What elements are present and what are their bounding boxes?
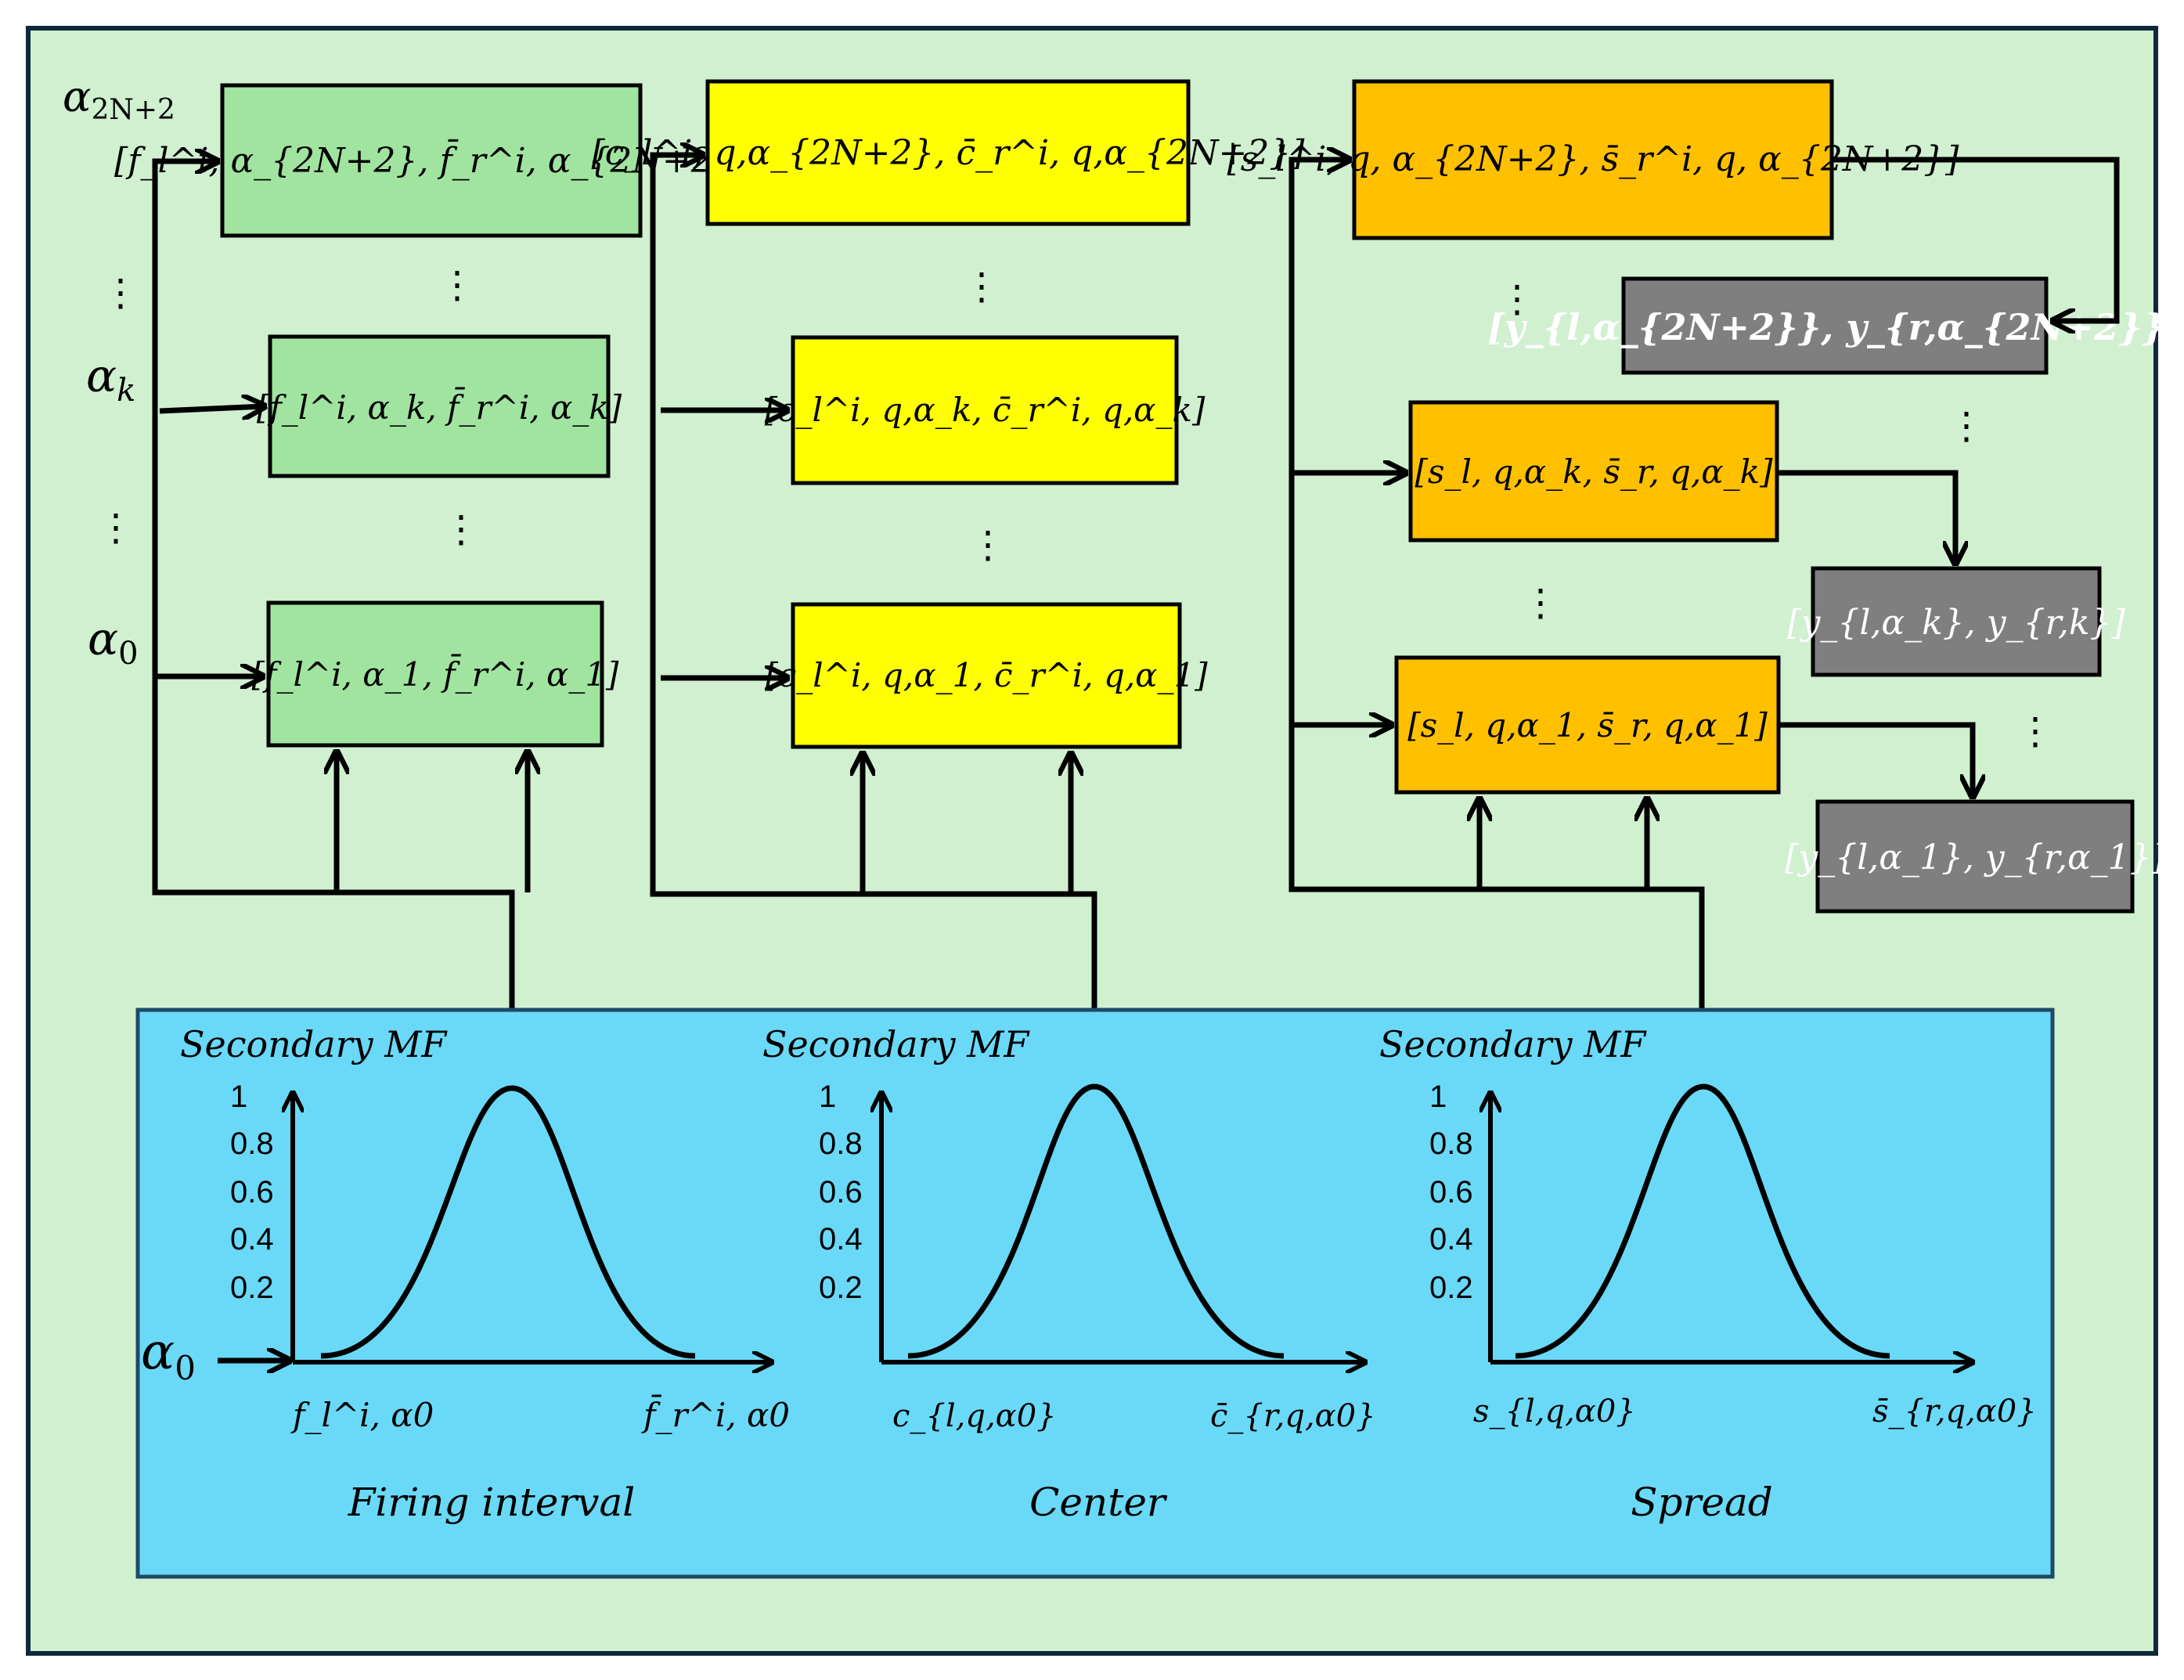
x-left-label: c_{l,q,α0} — [892, 1398, 1057, 1434]
tick-label: 0.2 — [819, 1271, 863, 1305]
alpha-label-k: αk — [86, 349, 135, 409]
firing-box-top — [220, 83, 643, 238]
center-box-bottom-label: [c_l^i, q,α_1, c̄_r^i, q,α_1] — [765, 656, 1208, 694]
secondary-mf-panel — [135, 1008, 2055, 1579]
output-arrow-mid — [1777, 470, 1955, 564]
spread-box-mid-label: [s_l, q,α_k, s̄_r, q,α_k] — [1415, 452, 1774, 491]
vertical-dots: ⋮ — [1498, 277, 1536, 321]
tick-label: 0.4 — [819, 1222, 863, 1256]
center-box-bottom — [791, 602, 1182, 749]
output-arrow-top — [1832, 157, 2120, 321]
spread-box-top — [1352, 79, 1834, 240]
center-box-mid — [791, 335, 1179, 485]
vertical-dots: ⋮ — [442, 507, 480, 551]
x-left-label: s_{l,q,α0} — [1473, 1393, 1636, 1429]
vertical-dots: ⋮ — [97, 506, 135, 550]
y-axis-title: Secondary MF — [1379, 1023, 1647, 1065]
center-box-top — [705, 79, 1191, 226]
firing-box-bottom-label: [f_l^i, α_1, f̄_r^i, α_1] — [252, 653, 620, 694]
vertical-dots: ⋮ — [2016, 709, 2054, 753]
center-box-top-label: [c_l^i, q,α_{2N+2}, c̄_r^i, q,α_{2N+2}] — [592, 133, 1306, 173]
tick-label: 1 — [230, 1080, 247, 1114]
firing-feedback-line — [152, 161, 515, 1088]
center-feedback-line — [650, 155, 1097, 1085]
spread-box-bottom — [1394, 655, 1781, 795]
x-left-label: f_l^i, α0 — [290, 1396, 434, 1434]
y-axis-title: Secondary MF — [762, 1023, 1030, 1065]
x-right-label: s̄_{r,q,α0} — [1872, 1393, 2037, 1429]
vertical-dots: ⋮ — [102, 271, 139, 315]
spread-column: [s_l^i, q, α_{2N+2}, s̄_r^i, q, α_{2N+2}… — [1227, 79, 1959, 795]
vertical-dots: ⋮ — [1522, 581, 1559, 625]
y-axis-title: Secondary MF — [180, 1023, 448, 1065]
input-alpha-label: α0 — [141, 1323, 196, 1387]
tick-label: 0.2 — [1429, 1271, 1473, 1305]
spread-box-mid — [1408, 400, 1779, 543]
output-box-bottom — [1815, 799, 2135, 914]
vertical-dots: ⋮ — [438, 263, 476, 307]
tick-label: 1 — [1429, 1080, 1447, 1114]
plot-caption: Center — [1029, 1480, 1168, 1525]
tick-label: 1 — [819, 1080, 836, 1114]
alpha-labels: α2N+2 ⋮ αk ⋮ α0 — [63, 72, 175, 672]
spread-box-bottom-label: [s_l, q,α_1, s̄_r, q,α_1] — [1407, 706, 1768, 744]
firing-arrow-k — [159, 406, 265, 411]
output-box-mid — [1811, 566, 2102, 677]
plot-spread: Secondary MF 1 0.8 0.6 0.4 0.2 s_{l,q,α0… — [1379, 1023, 2037, 1525]
firing-box-bottom — [266, 600, 604, 748]
x-right-label: f̄_r^i, α0 — [641, 1393, 790, 1434]
alpha-label-0: α0 — [88, 612, 139, 672]
firing-box-mid-label: [f_l^i, α_k, f̄_r^i, α_k] — [257, 386, 622, 427]
center-column: [c_l^i, q,α_{2N+2}, c̄_r^i, q,α_{2N+2}] … — [592, 79, 1306, 749]
output-arrow-bottom — [1779, 722, 1973, 797]
plot-caption: Spread — [1631, 1480, 1773, 1525]
vertical-dots: ⋮ — [969, 523, 1007, 567]
firing-interval-column: [f_l^i, α_{2N+2}, f̄_r^i, α_{2N+2}] [f_l… — [114, 83, 749, 748]
bell-curve — [1515, 1083, 1890, 1359]
tick-label: 0.6 — [819, 1175, 863, 1210]
output-box-top-label: [y_{l,α_{2N+2}}, y_{r,α_{2N+2}}] — [1487, 306, 2182, 348]
vertical-dots: ⋮ — [963, 265, 1000, 308]
center-box-mid-label: [c_l^i, q,α_k, c̄_r^i, q,α_k] — [765, 391, 1206, 429]
firing-box-mid — [268, 334, 611, 478]
alpha-label-top: α2N+2 — [63, 72, 175, 126]
tick-label: 0.8 — [1429, 1127, 1473, 1161]
bell-curve — [320, 1085, 696, 1359]
tick-label: 0.4 — [1429, 1222, 1473, 1256]
tick-label: 0.4 — [230, 1222, 274, 1256]
spread-feedback-line — [1288, 160, 1705, 1088]
vertical-dots: ⋮ — [1948, 404, 1985, 448]
tick-label: 0.6 — [230, 1175, 274, 1210]
tick-label: 0.6 — [1429, 1175, 1473, 1210]
plot-caption: Firing interval — [348, 1480, 636, 1525]
output-box-bottom-label: [y_{l,α_1}, y_{r,α_1}] — [1785, 838, 2165, 878]
tick-label: 0.2 — [230, 1271, 274, 1305]
plot-center: Secondary MF 1 0.8 0.6 0.4 0.2 c_{l,q,α0… — [762, 1023, 1376, 1525]
tick-label: 0.8 — [819, 1127, 863, 1161]
plot-firing-interval: Secondary MF 1 0.8 0.6 0.4 0.2 f_l^i, α0… — [180, 1023, 790, 1525]
x-right-label: c̄_{r,q,α0} — [1210, 1398, 1376, 1434]
tick-label: 0.8 — [230, 1127, 274, 1161]
bell-curve — [907, 1083, 1285, 1359]
connectors — [152, 155, 2120, 1088]
output-box-mid-label: [y_{l,α_k}, y_{r,k}] — [1787, 603, 2125, 643]
output-box-top — [1621, 276, 2049, 375]
